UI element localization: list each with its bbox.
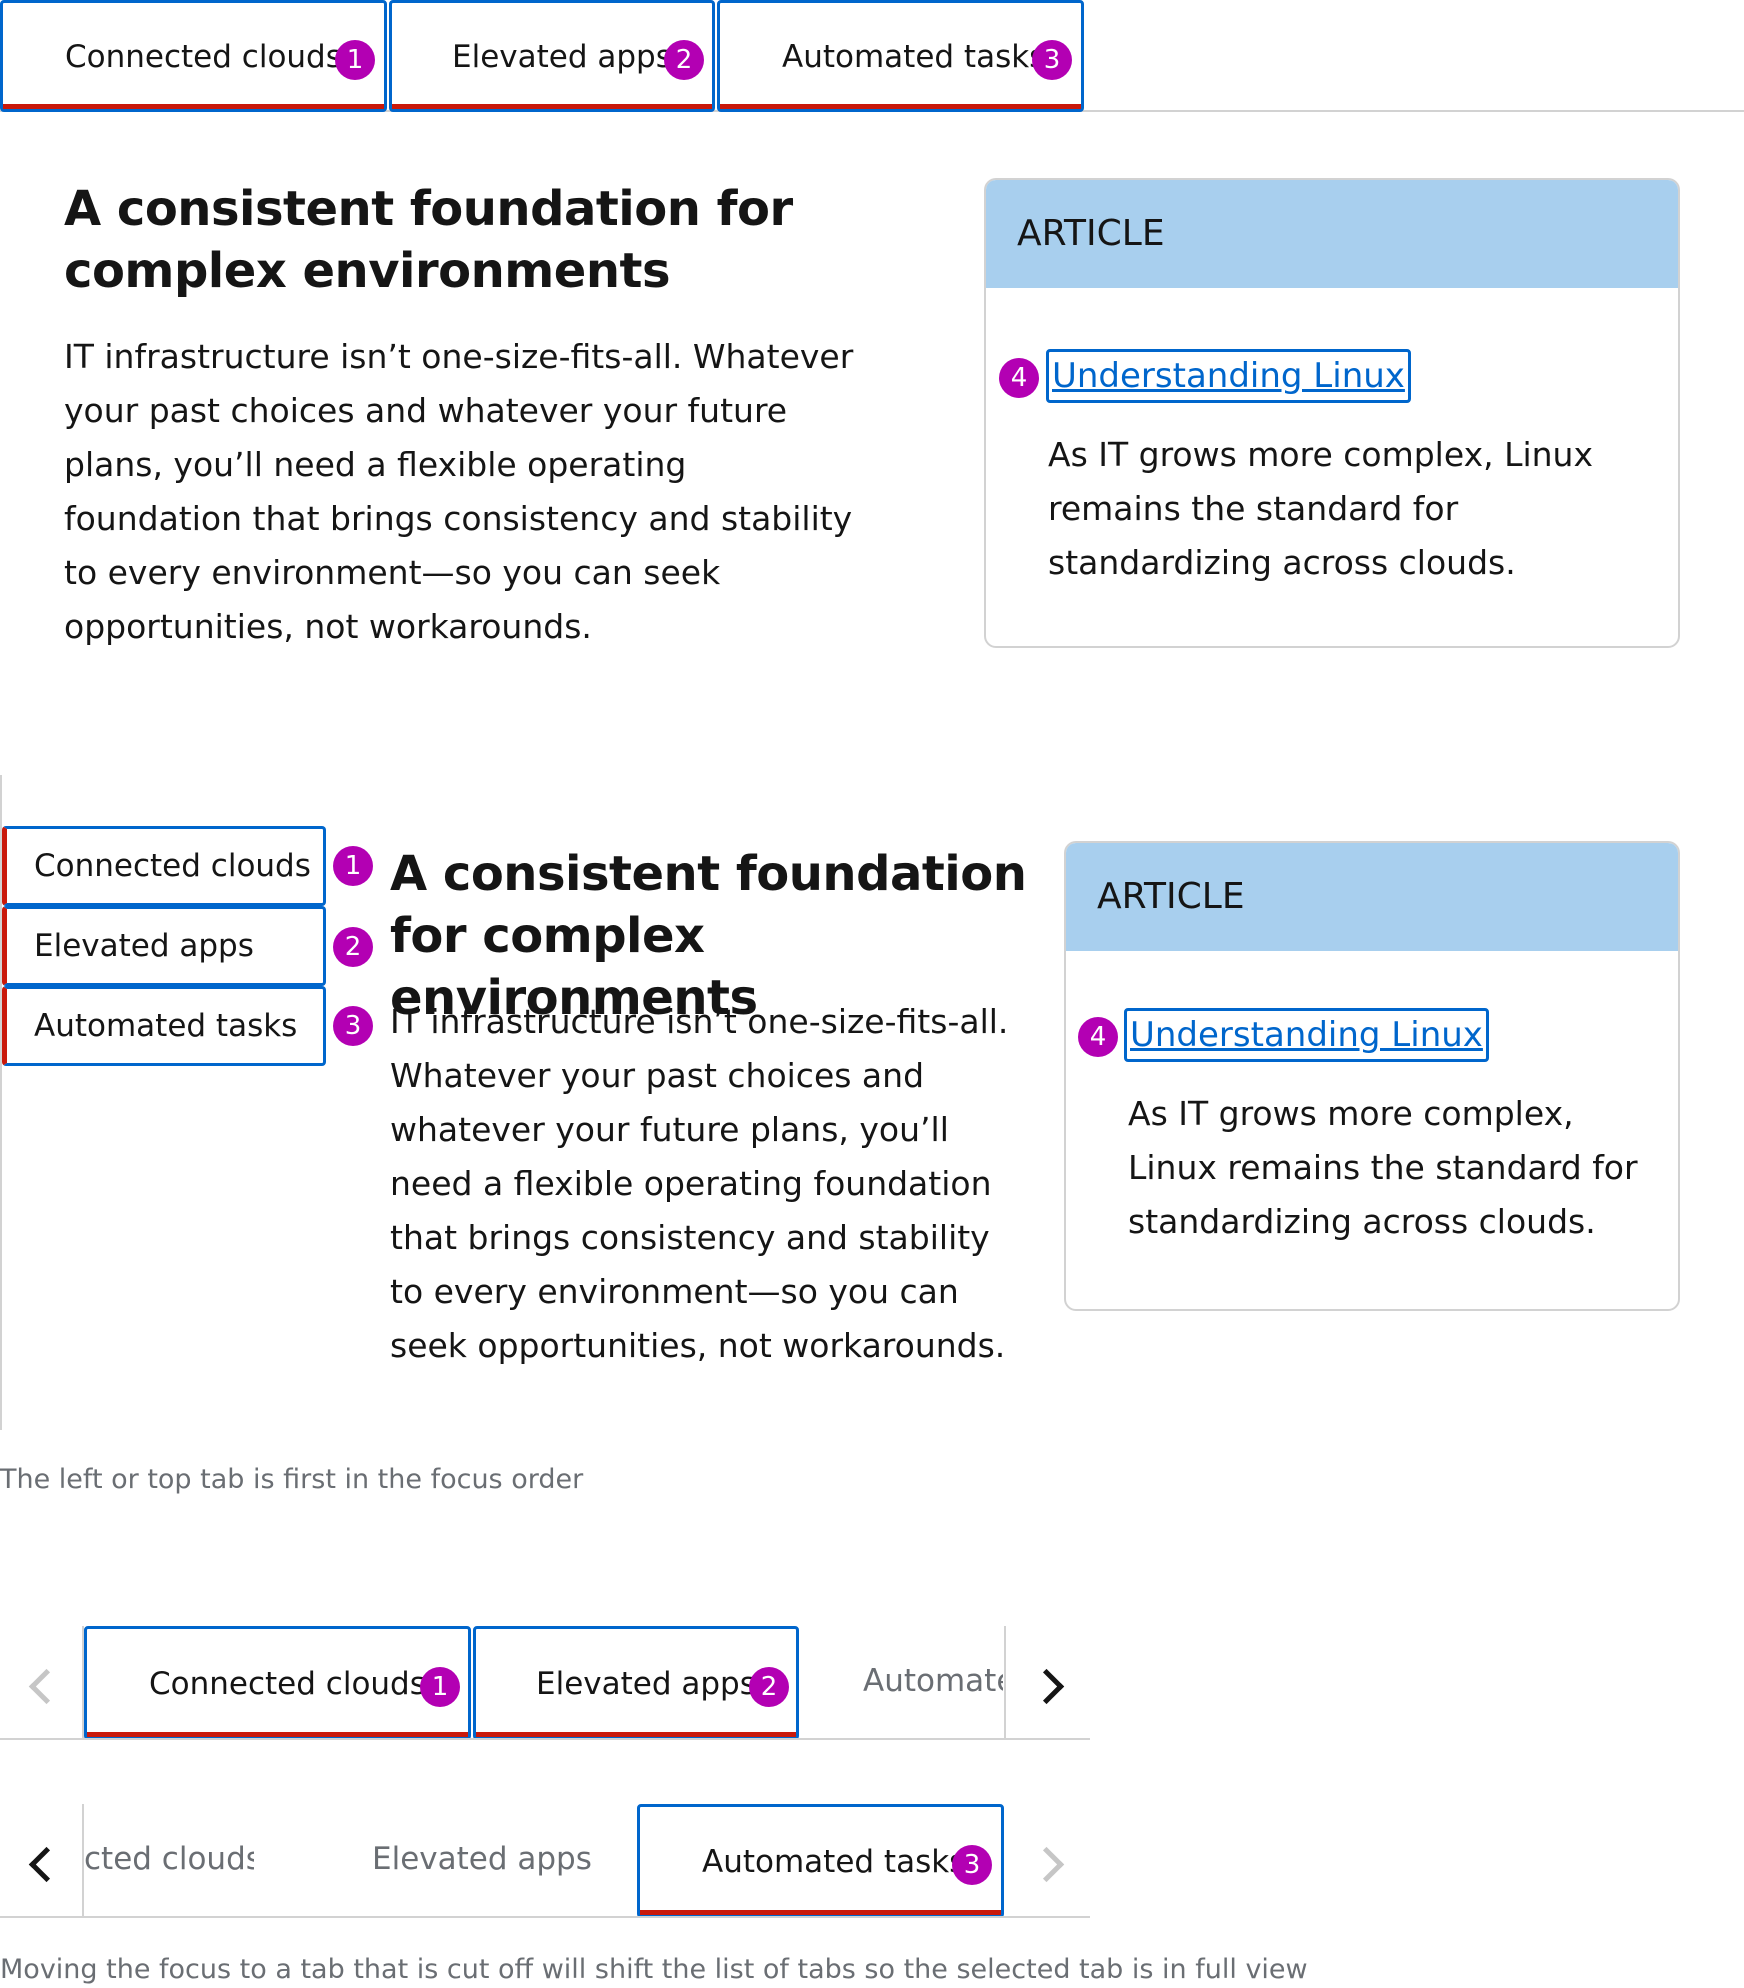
overflow-tabs-shifted: cted clouds Elevated apps Automated task… <box>0 1804 1090 1920</box>
active-indicator <box>392 104 712 109</box>
tab-label: Automated tasks <box>702 1844 966 1880</box>
scroll-divider <box>82 1804 84 1916</box>
article-link[interactable]: Understanding Linux <box>1124 1008 1489 1062</box>
tab-label: Connected clouds <box>149 1666 426 1702</box>
active-indicator <box>640 1910 1001 1915</box>
section-heading: A consistent foundation for complex envi… <box>390 846 1027 1026</box>
tab-label: Connected clouds <box>65 39 342 75</box>
caption-focus-order: The left or top tab is first in the focu… <box>0 1464 584 1495</box>
active-indicator <box>3 104 384 109</box>
tab-label: Automate <box>863 1663 1003 1699</box>
focus-order-badge: 3 <box>333 1006 373 1046</box>
focus-order-badge: 2 <box>333 927 373 967</box>
focus-order-badge: 2 <box>749 1667 789 1707</box>
tab-label: Automated tasks <box>782 39 1046 75</box>
active-indicator <box>720 104 1081 109</box>
tab-elevated-apps[interactable]: Elevated apps 2 <box>389 0 715 112</box>
scroll-divider <box>82 1626 84 1738</box>
tab-elevated-apps[interactable]: Elevated apps <box>372 1841 592 1877</box>
focus-order-badge: 1 <box>420 1667 460 1707</box>
focus-order-badge: 3 <box>952 1845 992 1885</box>
article-card-header: ARTICLE <box>1066 843 1678 951</box>
chevron-left-icon[interactable] <box>28 1668 65 1705</box>
chevron-right-icon[interactable] <box>1028 1846 1065 1883</box>
tab-label: Automated tasks <box>34 1008 298 1044</box>
tab-label: Elevated apps <box>536 1666 756 1702</box>
focus-order-badge: 4 <box>999 358 1039 398</box>
tab-connected-clouds[interactable]: Connected clouds <box>2 826 326 906</box>
tab-list-border <box>0 1738 1090 1740</box>
article-description: As IT grows more complex, Linux remains … <box>1128 1094 1638 1241</box>
tab-label: Elevated apps <box>372 1841 592 1877</box>
section-heading: A consistent foundation for complex envi… <box>64 181 793 299</box>
tab-list-border <box>0 775 2 1430</box>
tab-automated-tasks[interactable]: Automated tasks <box>2 986 326 1066</box>
tab-label: Elevated apps <box>452 39 672 75</box>
tab-label: Connected clouds <box>34 848 311 884</box>
tab-label: Elevated apps <box>34 928 254 964</box>
focus-order-badge: 2 <box>664 40 704 80</box>
article-card: ARTICLE 4 Understanding Linux As IT grow… <box>984 178 1680 648</box>
tab-automated-tasks[interactable]: Automate <box>863 1663 1003 1699</box>
vertical-tabs-example: Connected clouds 1 Elevated apps 2 Autom… <box>0 775 1744 1435</box>
tab-list-border <box>0 1916 1090 1918</box>
article-description: As IT grows more complex, Linux remains … <box>1048 435 1593 582</box>
tab-elevated-apps[interactable]: Elevated apps 2 <box>473 1626 799 1740</box>
scroll-divider <box>1004 1626 1006 1738</box>
tab-connected-clouds[interactable]: Connected clouds 1 <box>84 1626 471 1740</box>
section-body: IT infrastructure isn’t one-size-fits-al… <box>390 1002 1009 1365</box>
overflow-tabs-start: Connected clouds 1 Elevated apps 2 Autom… <box>0 1626 1090 1741</box>
active-indicator <box>87 1732 468 1737</box>
tab-connected-clouds[interactable]: cted clouds <box>84 1841 254 1877</box>
focus-order-badge: 1 <box>333 846 373 886</box>
article-card: ARTICLE 4 Understanding Linux As IT grow… <box>1064 841 1680 1311</box>
tab-label: cted clouds <box>84 1841 254 1877</box>
active-indicator <box>476 1732 796 1737</box>
tab-connected-clouds[interactable]: Connected clouds 1 <box>0 0 387 112</box>
section-body: IT infrastructure isn’t one-size-fits-al… <box>64 337 854 646</box>
chevron-left-icon[interactable] <box>28 1846 65 1883</box>
article-link[interactable]: Understanding Linux <box>1046 349 1411 403</box>
focus-order-badge: 1 <box>335 40 375 80</box>
focus-order-badge: 3 <box>1032 40 1072 80</box>
chevron-right-icon[interactable] <box>1028 1668 1065 1705</box>
tab-automated-tasks[interactable]: Automated tasks 3 <box>717 0 1084 112</box>
tab-automated-tasks[interactable]: Automated tasks 3 <box>637 1804 1004 1918</box>
tab-elevated-apps[interactable]: Elevated apps <box>2 906 326 986</box>
caption-overflow: Moving the focus to a tab that is cut of… <box>0 1954 1308 1985</box>
article-card-header: ARTICLE <box>986 180 1678 288</box>
focus-order-badge: 4 <box>1078 1017 1118 1057</box>
horizontal-tabs-example: Connected clouds 1 Elevated apps 2 Autom… <box>0 0 1744 660</box>
